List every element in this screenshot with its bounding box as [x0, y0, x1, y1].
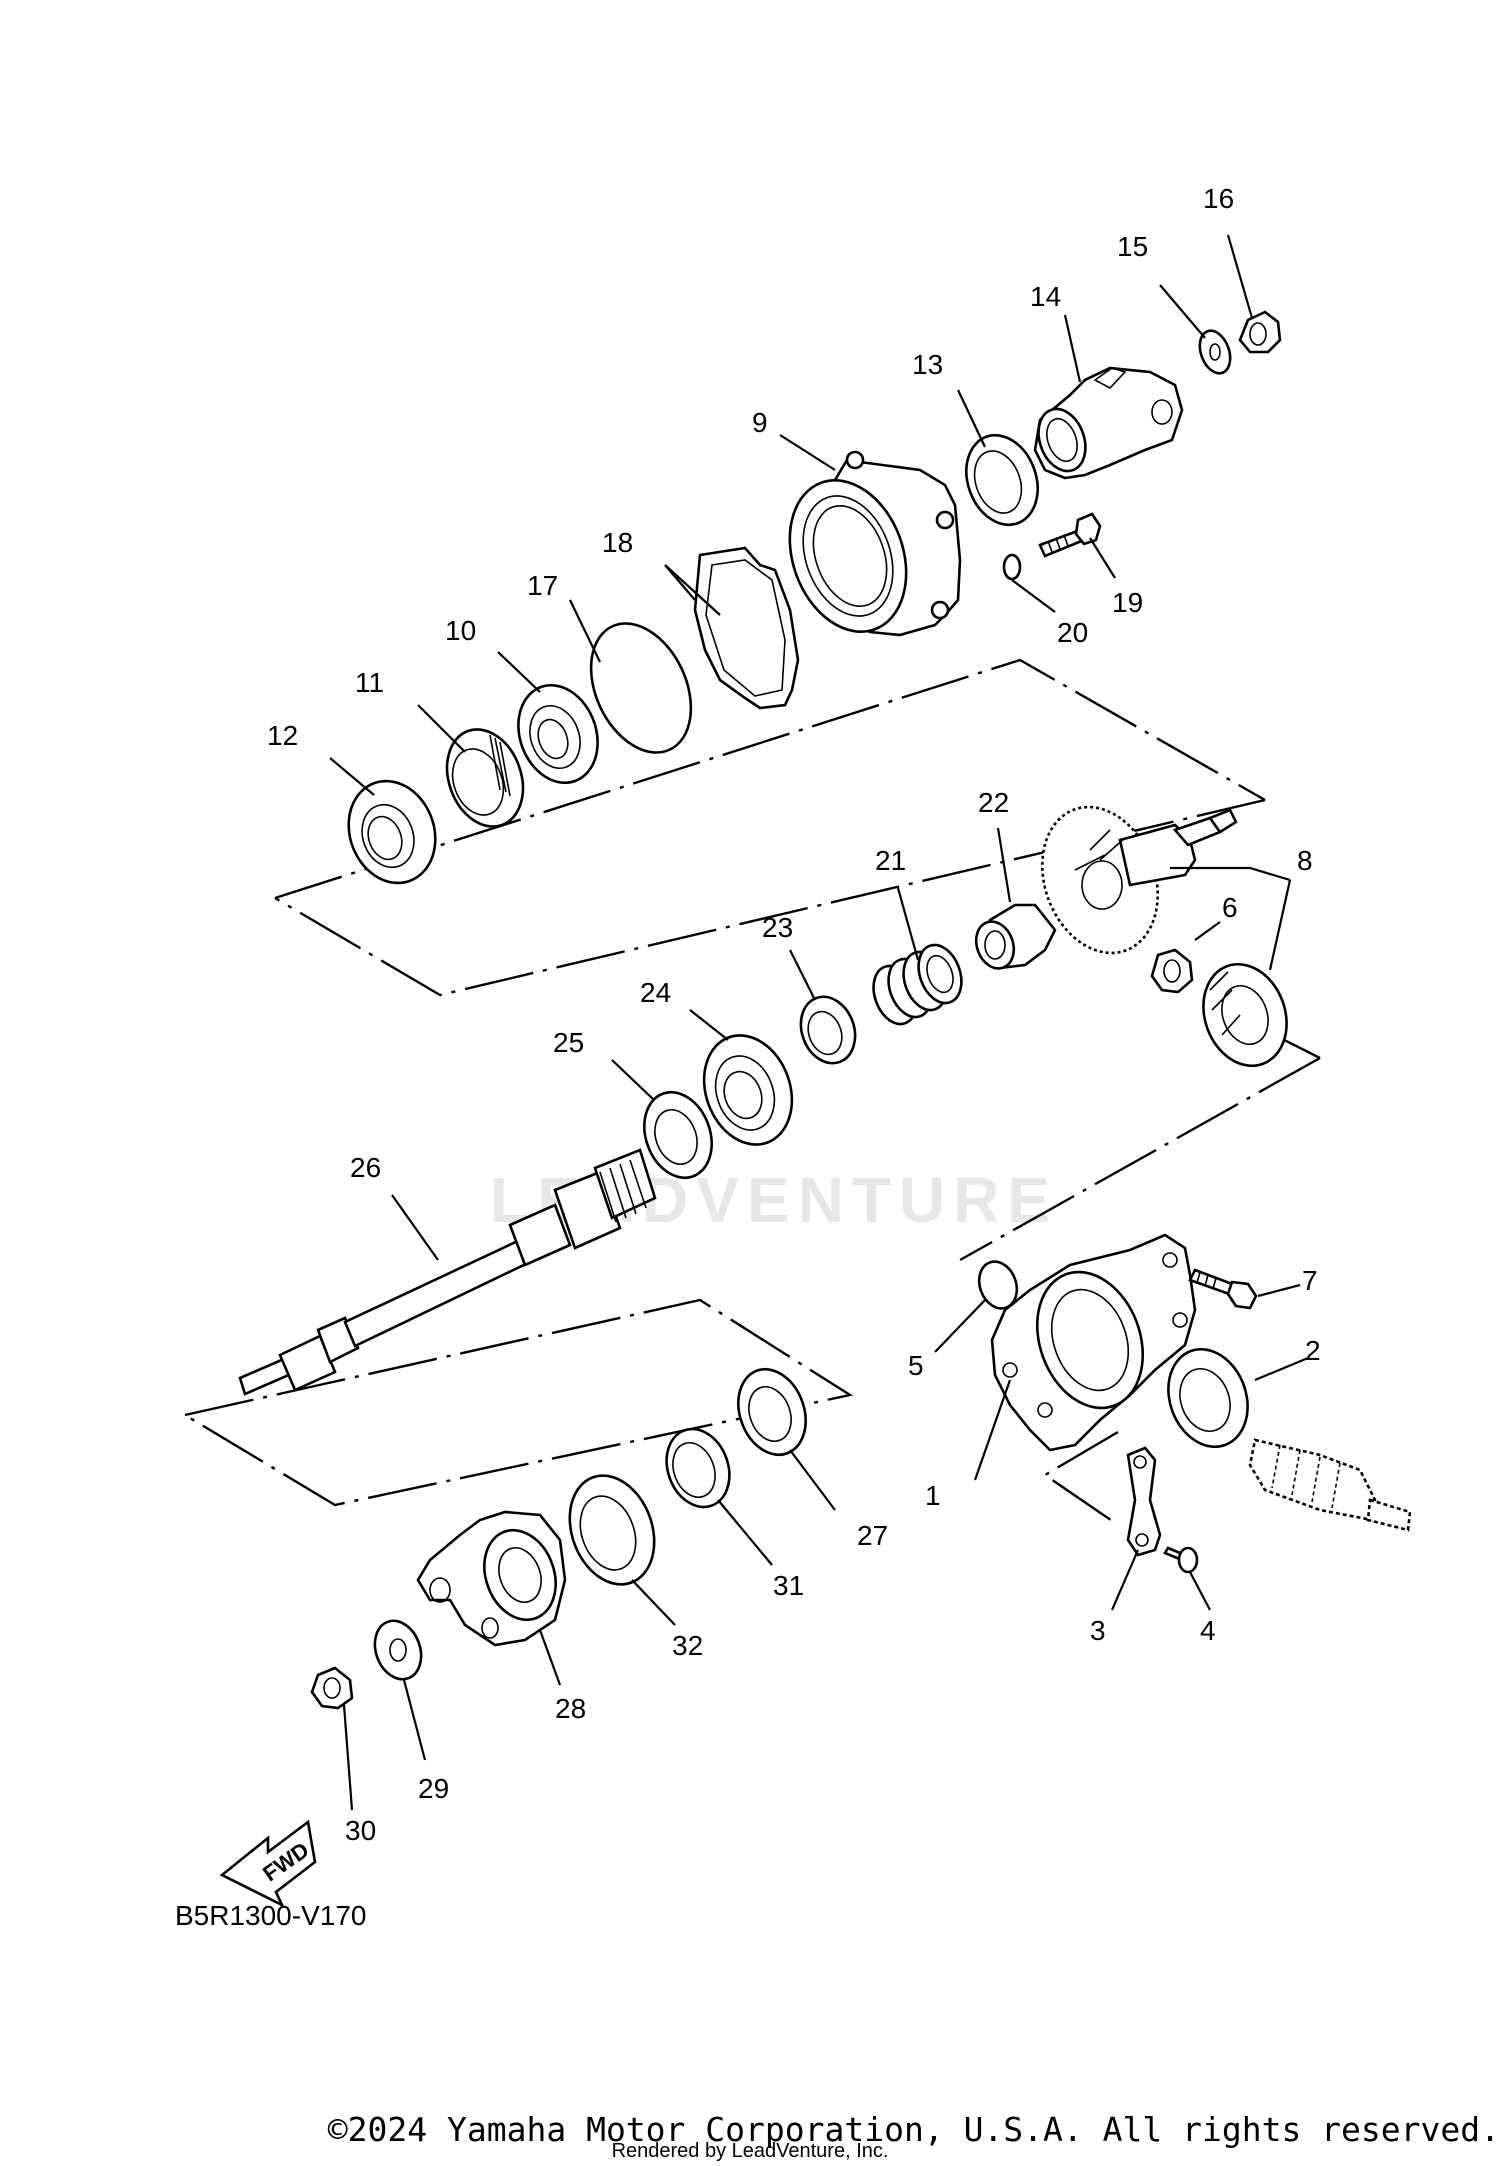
callout-22[interactable]: 22 — [978, 787, 1009, 818]
callout-6[interactable]: 6 — [1222, 892, 1238, 923]
callout-32[interactable]: 32 — [672, 1630, 703, 1661]
callout-31[interactable]: 31 — [773, 1570, 804, 1601]
callout-14[interactable]: 14 — [1030, 281, 1061, 312]
part-27-bearing — [737, 1367, 807, 1457]
part-13-oil-seal — [965, 433, 1039, 527]
part-6-nut — [1150, 948, 1194, 994]
diagram-code: B5R1300-V170 — [175, 1900, 366, 1931]
part-30-nut — [310, 1666, 354, 1710]
part-11-ring-nut — [445, 728, 525, 828]
callout-3[interactable]: 3 — [1090, 1615, 1106, 1646]
callout-11[interactable]: 11 — [355, 667, 384, 698]
callout-24[interactable]: 24 — [640, 977, 671, 1008]
part-14-yoke — [1033, 366, 1184, 480]
part-2-bearing — [1167, 1347, 1249, 1449]
part-16-nut — [1238, 310, 1282, 354]
callout-4[interactable]: 4 — [1200, 1615, 1216, 1646]
leader-lines — [329, 234, 1309, 1811]
callout-26[interactable]: 26 — [350, 1152, 381, 1183]
part-21-spring — [872, 943, 963, 1026]
callout-8[interactable]: 8 — [1297, 845, 1313, 876]
lower-assembly-outline — [181, 1298, 854, 1507]
part-17-o-ring — [589, 622, 693, 754]
callouts: 1 2 3 4 5 6 7 8 9 10 11 12 13 14 15 16 1… — [267, 183, 1321, 1846]
callout-17[interactable]: 17 — [527, 570, 558, 601]
callout-7[interactable]: 7 — [1302, 1265, 1318, 1296]
callout-23[interactable]: 23 — [762, 912, 793, 943]
upper-assembly-outline — [274, 658, 1266, 997]
part-20-washer — [1002, 553, 1022, 581]
callout-2[interactable]: 2 — [1305, 1335, 1321, 1366]
part-4-screw — [1163, 1546, 1199, 1574]
callout-20[interactable]: 20 — [1057, 617, 1088, 648]
part-32-oil-seal — [568, 1474, 656, 1586]
callout-10[interactable]: 10 — [445, 615, 476, 646]
callout-12[interactable]: 12 — [267, 720, 298, 751]
part-7-bolt — [1188, 1268, 1258, 1310]
part-3-stopper — [1126, 1446, 1162, 1557]
callout-13[interactable]: 13 — [912, 349, 943, 380]
part-23-collar — [799, 995, 857, 1065]
callout-28[interactable]: 28 — [555, 1693, 586, 1724]
callout-18[interactable]: 18 — [602, 527, 633, 558]
callout-1[interactable]: 1 — [925, 1480, 941, 1511]
part-25-oil-seal — [643, 1090, 713, 1180]
copyright-notice: ©2024 Yamaha Motor Corporation, U.S.A. A… — [327, 2110, 1500, 2149]
part-9-case-cover — [788, 450, 962, 637]
callout-30[interactable]: 30 — [345, 1815, 376, 1846]
callout-16[interactable]: 16 — [1203, 183, 1234, 214]
part-29-washer — [373, 1619, 423, 1681]
part-22-damper-cam — [974, 903, 1057, 970]
part-8-gear-set — [1041, 805, 1238, 955]
part-15-washer — [1198, 329, 1232, 375]
rendered-by: Rendered by LeadVenture, Inc. — [611, 2140, 889, 2162]
part-19-bolt — [1038, 512, 1102, 558]
pinion-shaft — [1248, 1438, 1412, 1532]
callout-15[interactable]: 15 — [1117, 231, 1148, 262]
callout-19[interactable]: 19 — [1112, 587, 1143, 618]
part-24-bearing — [702, 1034, 794, 1146]
part-18-gasket — [693, 546, 800, 710]
housing-outline — [1042, 1430, 1119, 1526]
part-1-gear-case — [990, 1233, 1197, 1452]
fwd-arrow-icon: FWD — [219, 1819, 317, 1908]
callout-29[interactable]: 29 — [418, 1773, 449, 1804]
part-12-bearing — [347, 779, 437, 885]
callout-9[interactable]: 9 — [752, 407, 768, 438]
part-10-bearing — [517, 683, 599, 785]
callout-25[interactable]: 25 — [553, 1027, 584, 1058]
callout-5[interactable]: 5 — [908, 1350, 924, 1381]
part-31-ring-nut — [665, 1427, 731, 1509]
callout-21[interactable]: 21 — [875, 845, 906, 876]
callout-27[interactable]: 27 — [857, 1520, 888, 1551]
part-26-middle-driveshaft — [238, 1148, 657, 1396]
part-8-ring-gear — [1202, 962, 1288, 1068]
part-28-yoke — [416, 1510, 567, 1647]
